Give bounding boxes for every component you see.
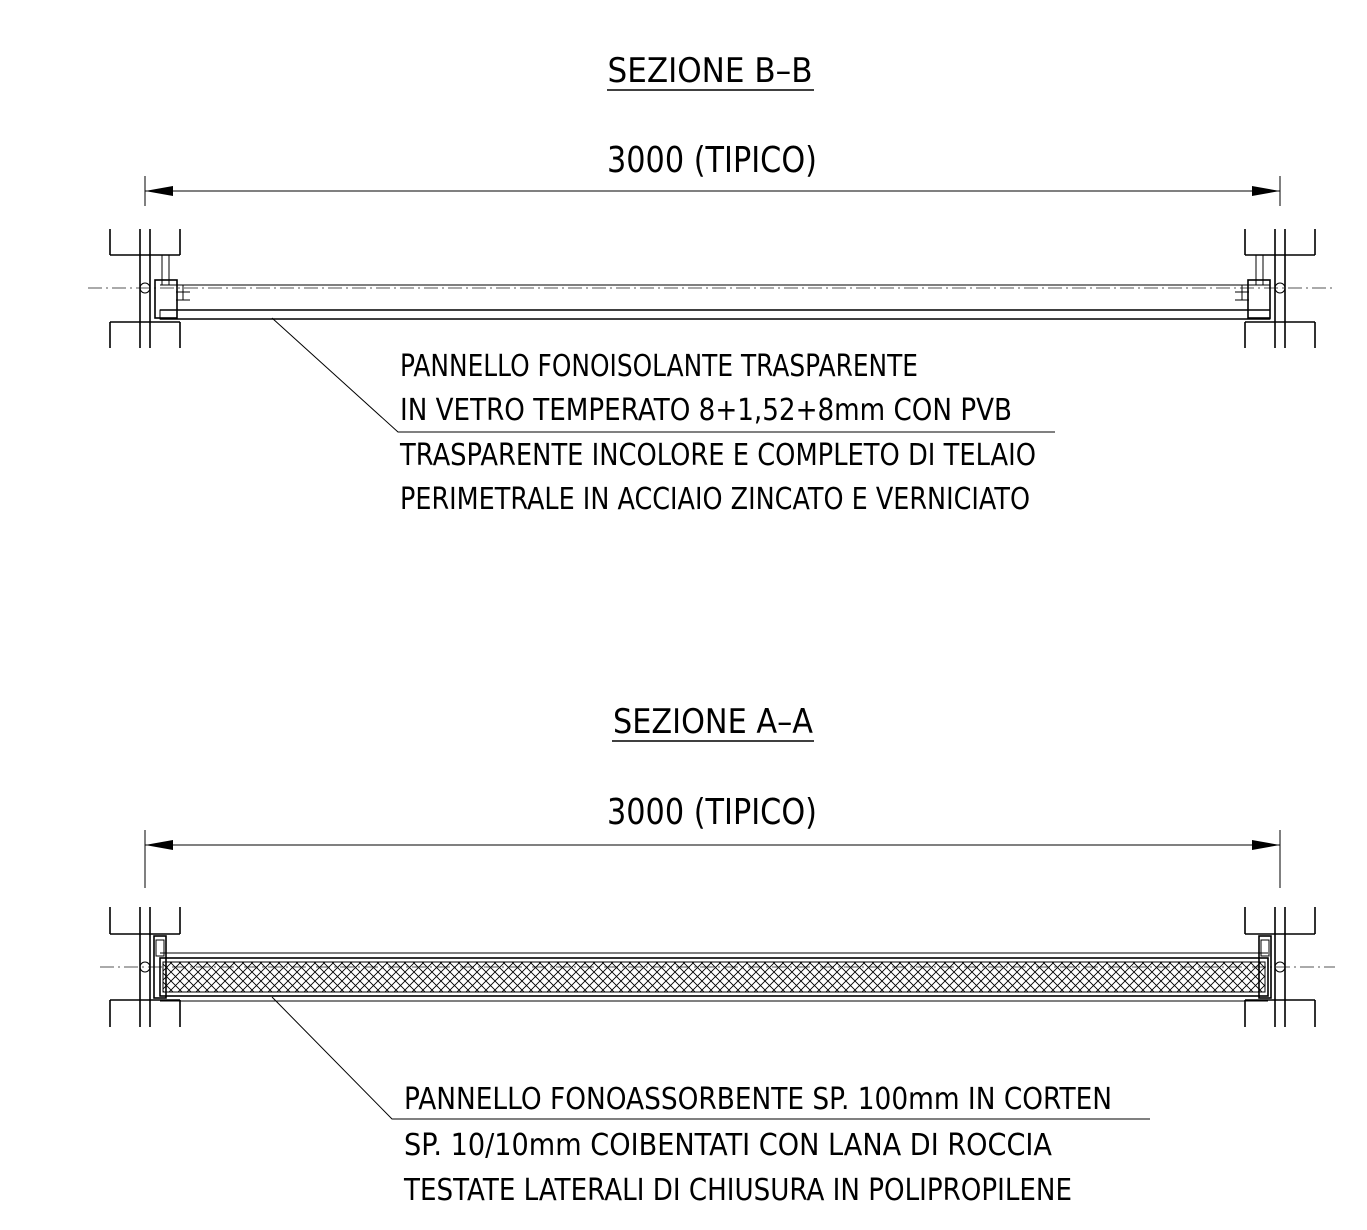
section-bb-right-post bbox=[1235, 229, 1316, 348]
section-aa-title: SEZIONE A–A bbox=[613, 702, 813, 742]
section-bb: SEZIONE B–B 3000 (TIPICO) bbox=[88, 51, 1335, 517]
section-bb-left-post bbox=[109, 229, 190, 348]
section-bb-note: PANNELLO FONOISOLANTE TRASPARENTE IN VET… bbox=[399, 349, 1036, 517]
section-aa-leader bbox=[271, 996, 1150, 1120]
section-bb-leader bbox=[271, 317, 1055, 433]
section-bb-dimension-label: 3000 (TIPICO) bbox=[607, 140, 817, 181]
section-bb-note-line-1: PANNELLO FONOISOLANTE TRASPARENTE bbox=[400, 349, 918, 384]
section-aa-note: PANNELLO FONOASSORBENTE SP. 100mm IN COR… bbox=[403, 1082, 1112, 1208]
section-bb-note-line-3: TRASPARENTE INCOLORE E COMPLETO DI TELAI… bbox=[399, 438, 1036, 473]
section-aa-note-line-1: PANNELLO FONOASSORBENTE SP. 100mm IN COR… bbox=[404, 1082, 1112, 1117]
section-bb-title: SEZIONE B–B bbox=[608, 51, 813, 91]
section-aa-right-post bbox=[1244, 907, 1316, 1027]
section-aa-note-line-3: TESTATE LATERALI DI CHIUSURA IN POLIPROP… bbox=[403, 1173, 1072, 1208]
section-aa: SEZIONE A–A 3000 (TIPICO) bbox=[100, 702, 1335, 1208]
section-aa-acoustic-panel bbox=[159, 952, 1269, 1002]
section-bb-note-line-2: IN VETRO TEMPERATO 8+1,52+8mm CON PVB bbox=[400, 393, 1012, 428]
section-aa-note-line-2: SP. 10/10mm COIBENTATI CON LANA DI ROCCI… bbox=[404, 1128, 1052, 1163]
section-bb-glass-panel bbox=[159, 284, 1271, 320]
section-bb-note-line-4: PERIMETRALE IN ACCIAIO ZINCATO E VERNICI… bbox=[400, 482, 1030, 517]
section-bb-dimension-line bbox=[144, 176, 1281, 206]
section-aa-dimension-line bbox=[144, 830, 1281, 888]
section-aa-dimension-label: 3000 (TIPICO) bbox=[607, 792, 817, 833]
section-aa-left-post bbox=[109, 907, 181, 1027]
